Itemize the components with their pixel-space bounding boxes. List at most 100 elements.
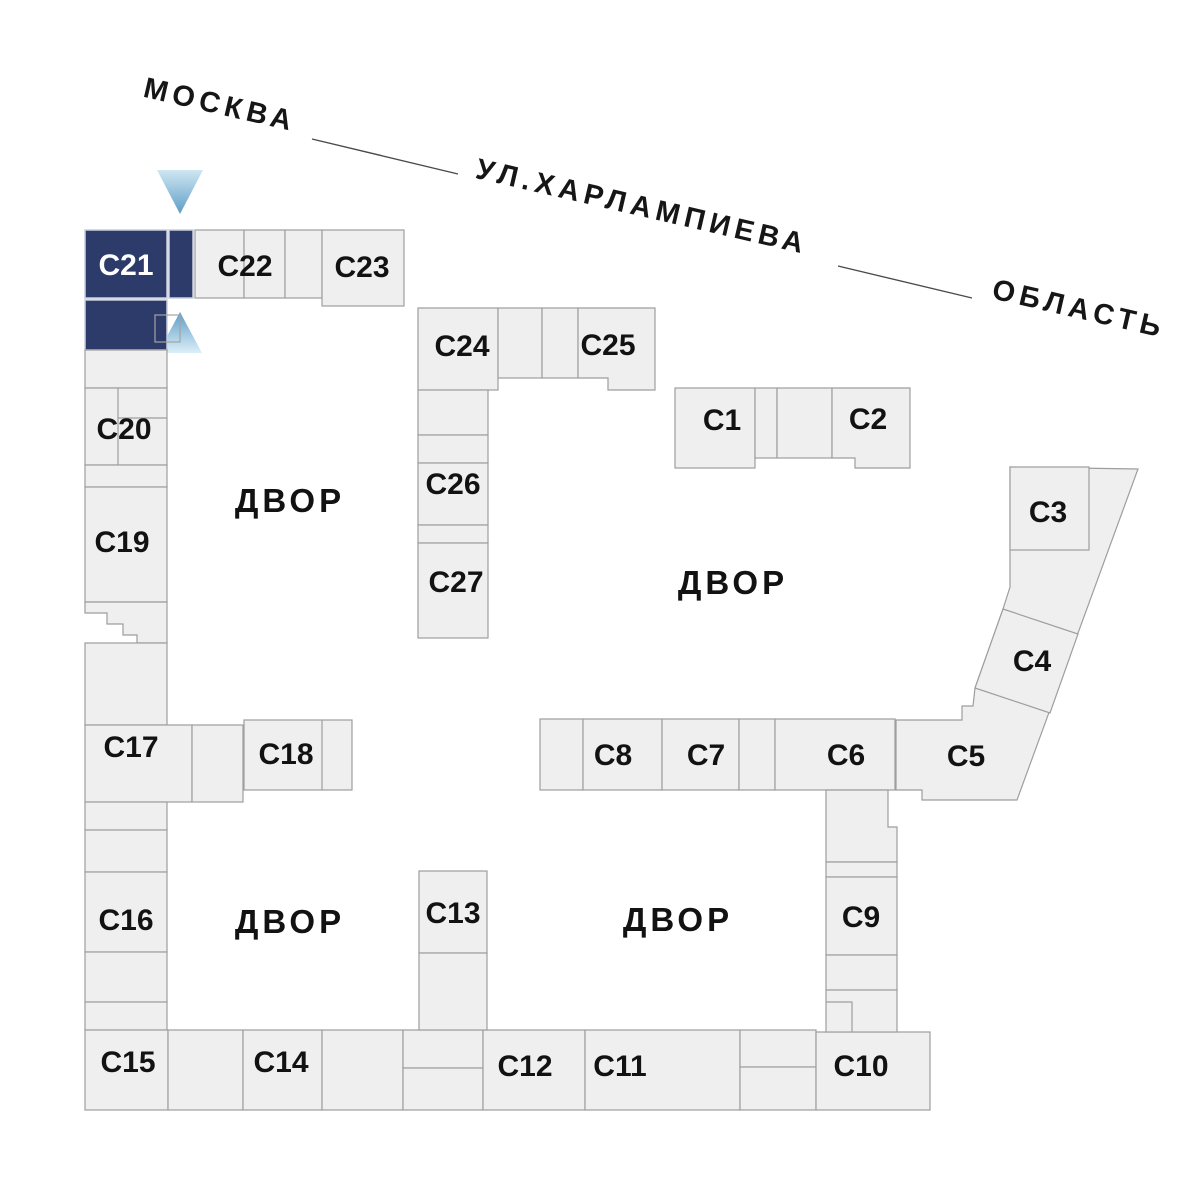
building-c16-shape[interactable] <box>84 871 168 953</box>
building-c24[interactable]: С24 <box>417 307 499 391</box>
building-c2-shape[interactable] <box>831 387 911 469</box>
building-label: С7 <box>687 739 725 772</box>
building-label: С4 <box>1013 645 1052 678</box>
building-c25-shape[interactable] <box>577 307 656 391</box>
entrance-arrow-down-icon <box>157 170 203 214</box>
building-c10[interactable]: С10 <box>815 1031 931 1111</box>
building-c21-shape[interactable] <box>84 229 168 299</box>
courtyard-label: ДВОР <box>235 482 345 519</box>
building-c19[interactable]: С19 <box>84 486 168 603</box>
building-c12[interactable]: С12 <box>482 1029 586 1111</box>
section-cell <box>402 1029 484 1069</box>
section-cell <box>739 1066 817 1111</box>
section-cell <box>284 229 323 299</box>
building-label: С26 <box>425 468 480 501</box>
building-label: С6 <box>827 739 865 772</box>
section-cell <box>321 1029 404 1111</box>
building-c14-shape[interactable] <box>242 1029 323 1111</box>
building-c27-shape[interactable] <box>417 542 489 639</box>
section-cell <box>825 789 898 863</box>
building-c15-shape[interactable] <box>84 1029 169 1111</box>
building-c8[interactable]: С8 <box>582 718 663 791</box>
street-to-label: ОБЛАСТЬ <box>989 274 1169 345</box>
building-c17-shape[interactable] <box>84 724 193 803</box>
section-cell <box>776 387 833 459</box>
section-cell <box>84 349 168 389</box>
building-c7[interactable]: С7 <box>661 718 740 791</box>
section-cell <box>84 601 168 644</box>
building-c11[interactable]: С11 <box>584 1029 741 1111</box>
building-label: С3 <box>1029 496 1067 529</box>
section-cell <box>825 954 898 991</box>
building-c25[interactable]: С25 <box>577 307 656 391</box>
building-c23-shape[interactable] <box>321 229 405 307</box>
building-c2[interactable]: С2 <box>831 387 911 469</box>
building-label: С11 <box>593 1050 646 1083</box>
building-c4[interactable]: С4 <box>974 608 1079 714</box>
building-label: С27 <box>428 566 483 599</box>
building-c9-shape[interactable] <box>825 876 898 956</box>
building-label: С9 <box>842 901 880 934</box>
building-c6[interactable]: С6 <box>774 718 896 791</box>
section-cell <box>539 718 584 791</box>
building-label: С24 <box>434 330 489 363</box>
section-cell <box>167 1029 244 1111</box>
section-cell <box>417 434 489 464</box>
building-label: С20 <box>96 413 151 446</box>
building-c26[interactable]: С26 <box>417 462 489 526</box>
building-label: С13 <box>425 897 480 930</box>
building-c3-shape[interactable] <box>1009 466 1090 551</box>
section-cell <box>154 314 181 343</box>
section-cell <box>739 1029 817 1068</box>
street-name-label: УЛ.ХАРЛАМПИЕВА <box>473 153 812 261</box>
section-cell <box>84 1001 168 1031</box>
building-c27[interactable]: С27 <box>417 542 489 639</box>
street-line-right <box>837 265 973 299</box>
building-label: С12 <box>497 1050 552 1083</box>
building-c1[interactable]: С1 <box>674 387 756 469</box>
building-c3[interactable]: С3 <box>1009 466 1090 551</box>
building-c7-shape[interactable] <box>661 718 740 791</box>
building-c8-shape[interactable] <box>582 718 663 791</box>
building-c9[interactable]: С9 <box>825 876 898 956</box>
building-label: С2 <box>849 403 887 436</box>
building-c4-shape[interactable] <box>974 608 1079 714</box>
building-c20[interactable]: С20 <box>84 387 168 466</box>
section-cell <box>84 829 168 873</box>
section-cell <box>418 952 488 1031</box>
building-c13[interactable]: С13 <box>418 870 488 954</box>
building-c10-shape[interactable] <box>815 1031 931 1111</box>
building-c15[interactable]: С15 <box>84 1029 169 1111</box>
building-c18[interactable]: С18 <box>243 719 353 791</box>
building-c16[interactable]: С16 <box>84 871 168 953</box>
street-line-left <box>311 138 459 175</box>
building-c14[interactable]: С14 <box>242 1029 323 1111</box>
section-cell <box>168 229 194 299</box>
building-c26-shape[interactable] <box>417 462 489 526</box>
section-cell <box>417 524 489 544</box>
section-cell <box>191 724 244 803</box>
section-cell <box>738 718 776 791</box>
building-label: С25 <box>580 329 635 362</box>
section-cell <box>541 307 579 379</box>
courtyard-label: ДВОР <box>623 901 733 938</box>
section-cell <box>825 861 898 878</box>
building-c20-shape[interactable] <box>84 387 168 466</box>
building-c13-shape[interactable] <box>418 870 488 954</box>
building-c17[interactable]: С17 <box>84 724 193 803</box>
section-cell <box>84 464 168 488</box>
building-c19-shape[interactable] <box>84 486 168 603</box>
building-c22[interactable]: С22 <box>194 229 286 299</box>
building-c18-shape[interactable] <box>243 719 353 791</box>
building-c5[interactable]: С5 <box>896 688 1050 800</box>
section-divider <box>826 1001 853 1032</box>
building-label: С10 <box>833 1050 888 1083</box>
section-cell <box>243 229 286 299</box>
building-c23[interactable]: С23 <box>321 229 405 307</box>
street-from-label: МОСКВА <box>141 72 300 138</box>
section-cell <box>825 989 898 1033</box>
building-c11-shape[interactable] <box>584 1029 741 1111</box>
building-label: С21 <box>98 249 153 282</box>
